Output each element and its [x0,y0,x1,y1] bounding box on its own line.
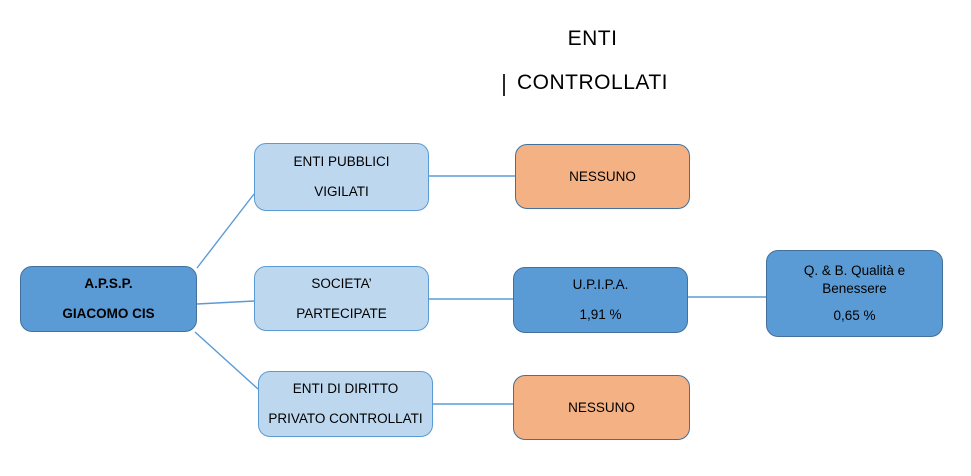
node-label-line: Benessere [822,280,887,296]
page-title: ENTI CONTROLLATI [480,26,705,96]
node-nessuno-vigilati: NESSUNO [515,144,690,209]
node-label-line: 1,91 % [579,307,622,322]
connector-apsp-societa [196,300,255,305]
connector-apsp-enti-pubblici [196,193,255,269]
node-nessuno-privato: NESSUNO [513,375,690,440]
node-label-line: ENTI PUBBLICI [293,154,390,170]
node-label-line: SOCIETA’ [311,275,372,291]
node-label-line: ENTI DI DIRITTO [292,381,399,397]
text-cursor-mark [503,74,505,96]
node-label-group: Q. & B. Qualità e Benessere [804,263,905,296]
page-title-line2: CONTROLLATI [517,71,668,94]
node-label-line: VIGILATI [314,184,369,199]
node-label-line: Q. & B. Qualità e [803,263,906,279]
node-label-line: NESSUNO [568,399,635,415]
connector-apsp-enti-diritto [194,331,259,390]
node-label-line: NESSUNO [569,168,636,184]
node-label-line: A.P.S.P. [84,276,133,292]
node-label-line: PARTECIPATE [296,305,387,321]
node-qualita-benessere: Q. & B. Qualità e Benessere 0,65 % [766,250,943,337]
node-societa-partecipate: SOCIETA’ PARTECIPATE [254,266,429,331]
node-label-line: PRIVATO CONTROLLATI [268,411,423,426]
node-upipa: U.P.I.P.A. 1,91 % [513,267,688,333]
node-label-line: U.P.I.P.A. [572,277,629,293]
node-enti-pubblici-vigilati: ENTI PUBBLICI VIGILATI [254,143,429,211]
node-label-line: GIACOMO CIS [62,306,155,321]
page-title-line1: ENTI [567,27,618,50]
node-label-line: 0,65 % [833,308,876,324]
node-apsp-giacomo-cis: A.P.S.P. GIACOMO CIS [20,266,197,332]
node-enti-diritto-privato: ENTI DI DIRITTO PRIVATO CONTROLLATI [258,371,433,437]
